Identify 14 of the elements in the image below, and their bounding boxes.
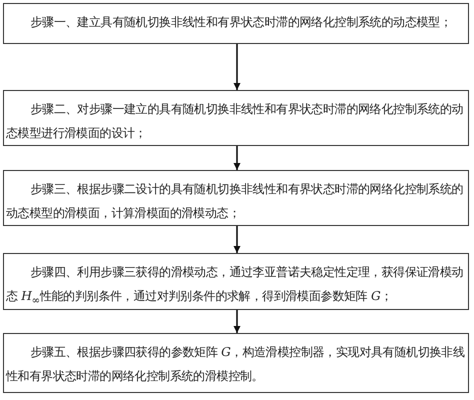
arrow: [234, 226, 240, 253]
step-box: [3, 333, 469, 393]
step-text: 步骤四、利用步骤三获得的滑模动态，通过李亚普诺夫稳定性定理，获得保证滑模动态 H$_{∞}$性能的判别条件，通过对判别条件的求解，得到滑模面参数矩阵 G；: [5, 264, 464, 308]
arrow: [234, 310, 240, 333]
arrow: [234, 146, 240, 170]
step-box: [3, 170, 469, 226]
step-text: 步骤三、根据步骤二设计的具有随机切换非线性和有界状态时滞的网络化控制系统的动态模型的滑模面，计算滑模面的滑模动态；: [5, 181, 464, 222]
step-text: 步骤五、根据步骤四获得的参数矩阵 G，构造滑模控制器，实现对具有随机切换非线性和有界状态时滞的网络化控制系统的滑模控制。: [4, 344, 466, 385]
arrow: [234, 44, 240, 90]
step-box: [3, 90, 469, 146]
step-text: 步骤二、对步骤一建立的具有随机切换非线性和有界状态时滞的网络化控制系统的动态模型进行滑模面的设计；: [5, 101, 464, 142]
step-box: [3, 253, 469, 310]
step-text: 步骤一、建立具有随机切换非线性和有界状态时滞的网络化控制系统的动态模型；: [29, 14, 453, 31]
step-box: [3, 3, 469, 44]
